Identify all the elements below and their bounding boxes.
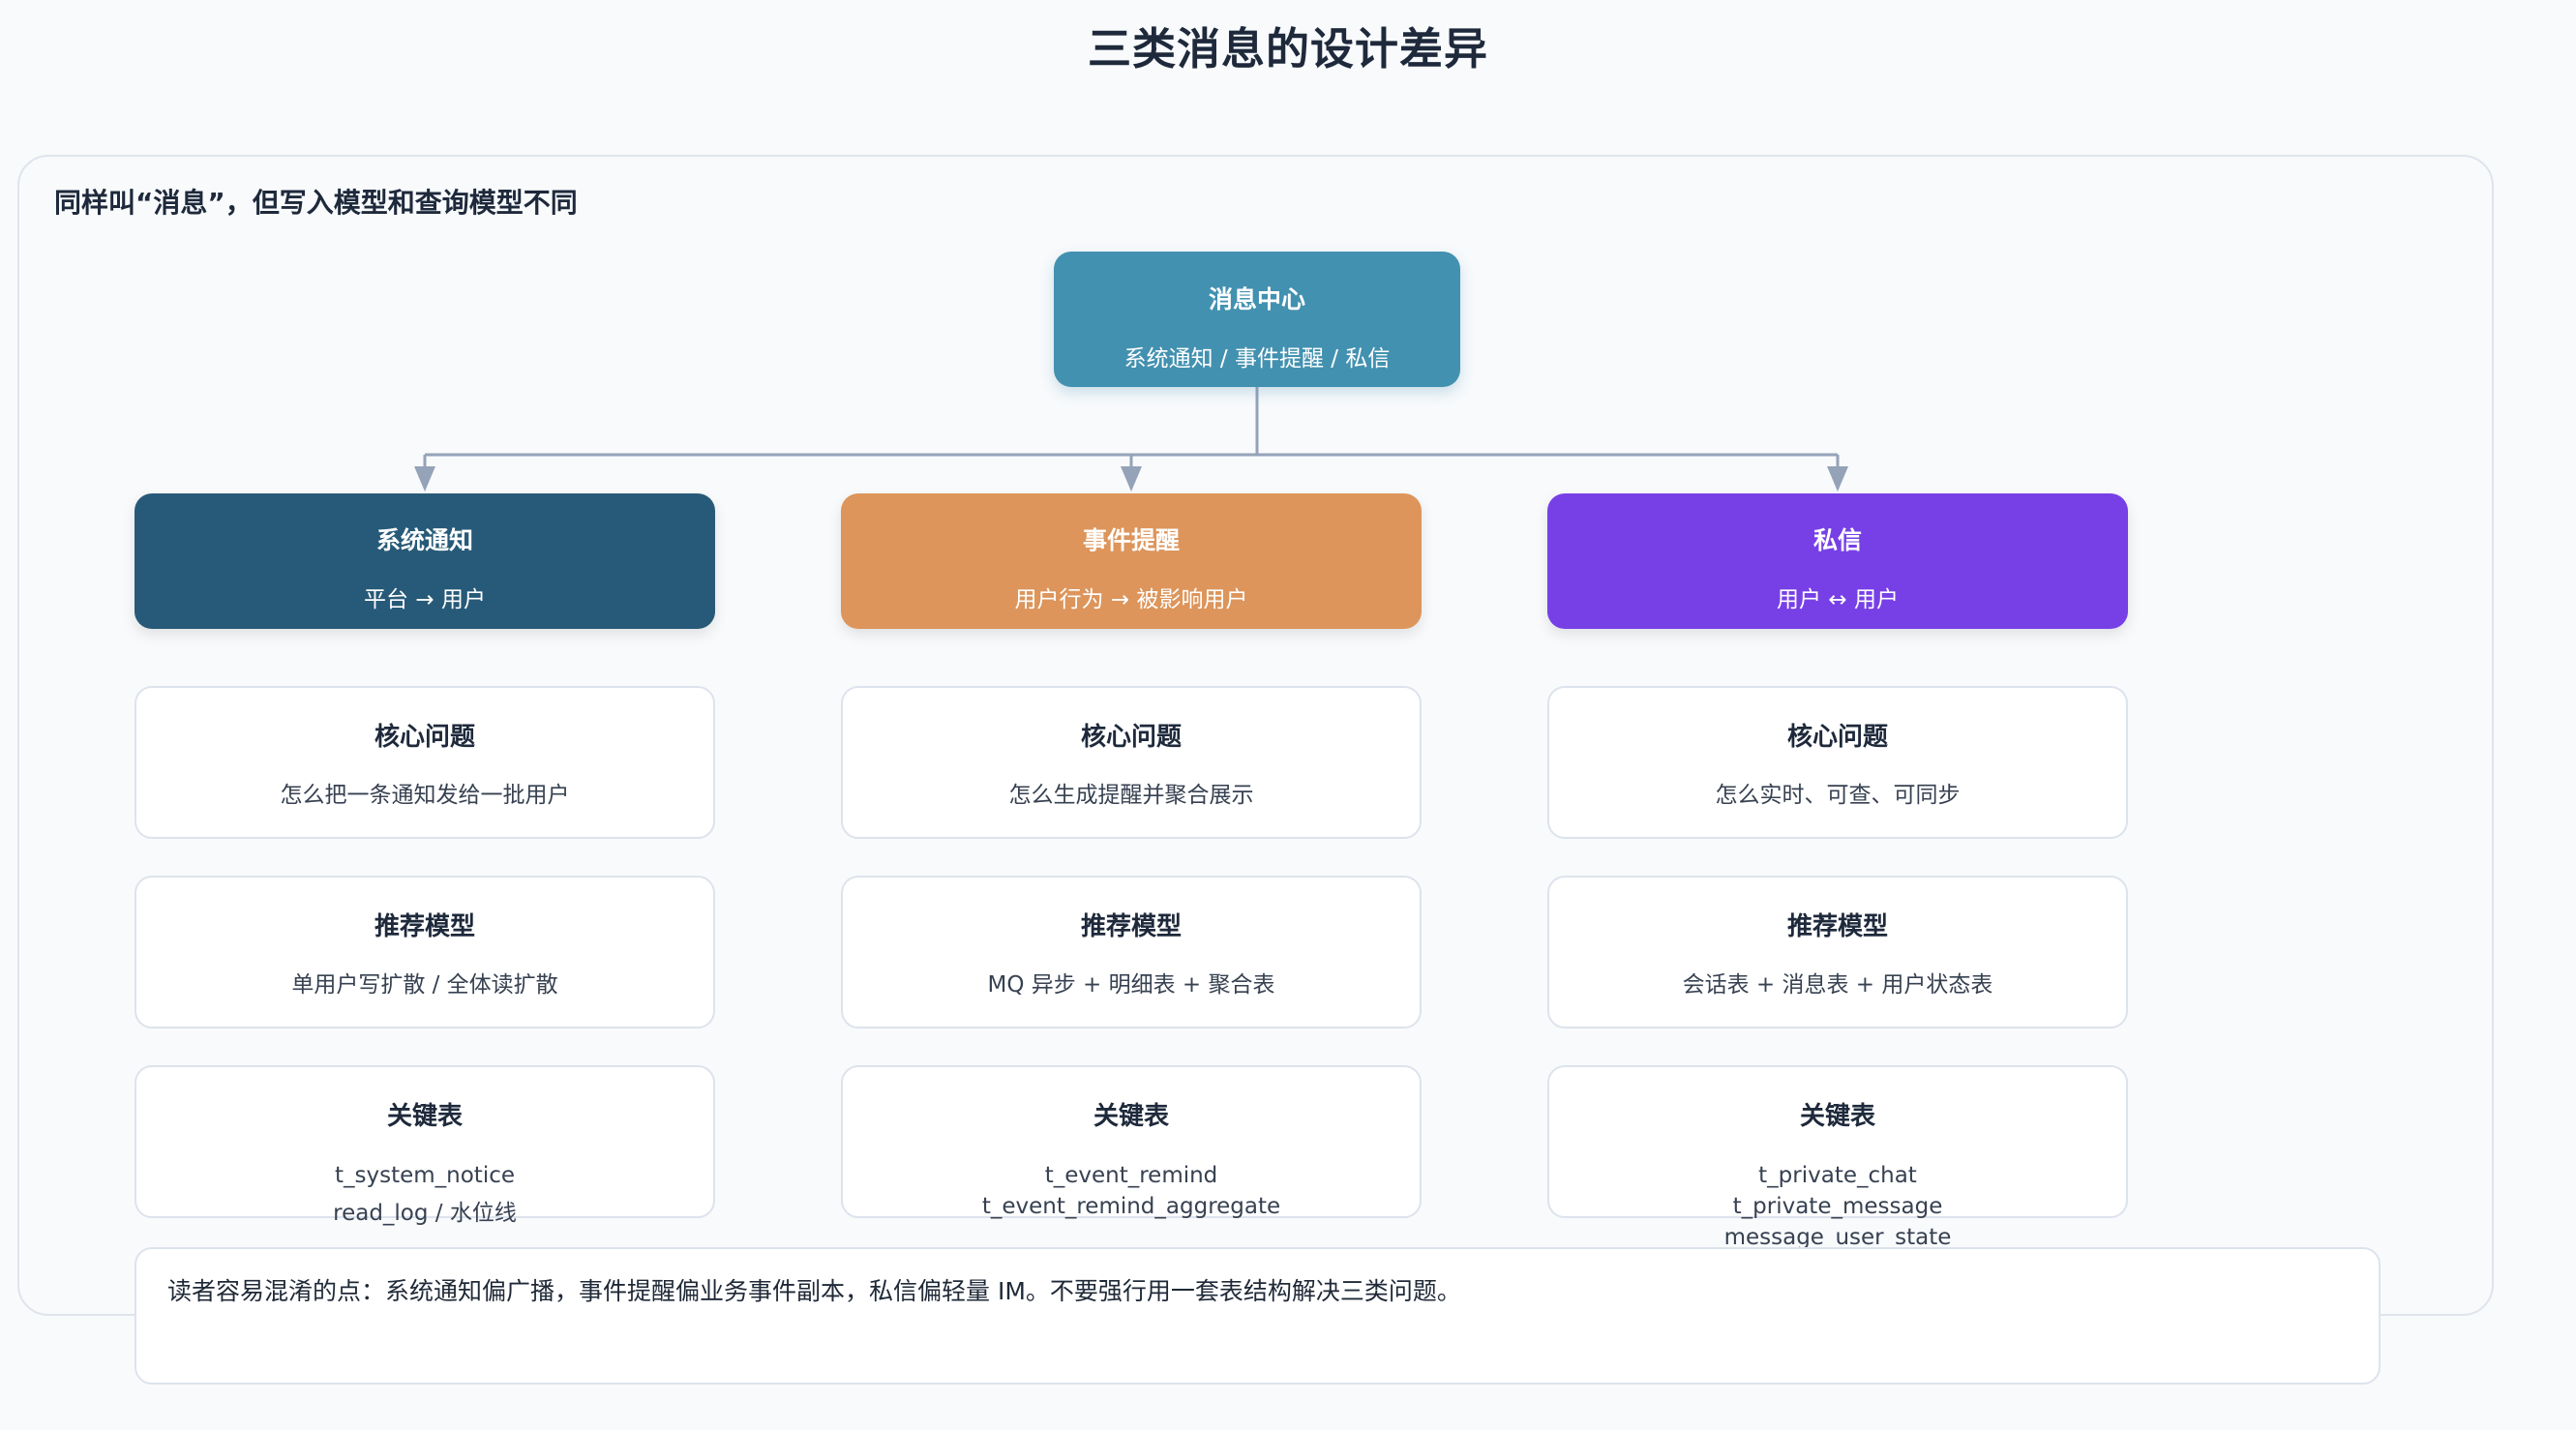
event-remind-node: 事件提醒 用户行为 → 被影响用户	[841, 493, 1422, 629]
private-message-node: 私信 用户 ↔ 用户	[1547, 493, 2128, 629]
category-title: 私信	[1812, 526, 1862, 554]
card-heading: 推荐模型	[374, 912, 475, 941]
key-tables-card: 关键表 t_event_remind t_event_remind_aggreg…	[841, 1065, 1422, 1219]
note-text: 读者容易混淆的点：系统通知偏广播，事件提醒偏业务事件副本，私信偏轻量 IM。不要…	[167, 1277, 1461, 1305]
card-body: 会话表 + 消息表 + 用户状态表	[1682, 972, 1993, 998]
page-title: 三类消息的设计差异	[1087, 23, 1488, 74]
recommended-model-card: 推荐模型 会话表 + 消息表 + 用户状态表	[1547, 876, 2128, 1028]
system-notice-node: 系统通知 平台 → 用户	[135, 493, 715, 629]
card-heading: 核心问题	[374, 723, 475, 752]
category-subtitle: 用户行为 → 被影响用户	[1014, 587, 1248, 612]
card-body: 怎么生成提醒并聚合展示	[1008, 783, 1254, 808]
table-name: t_event_remind	[1044, 1163, 1218, 1188]
key-tables-card: 关键表 t_system_notice read_log / 水位线	[135, 1065, 715, 1226]
core-problem-card: 核心问题 怎么实时、可查、可同步	[1547, 686, 2128, 839]
card-heading: 关键表	[386, 1102, 463, 1131]
recommended-model-card: 推荐模型 MQ 异步 + 明细表 + 聚合表	[841, 876, 1422, 1028]
message-center-node: 消息中心 系统通知 / 事件提醒 / 私信	[1054, 252, 1460, 387]
card-heading: 核心问题	[1080, 723, 1182, 752]
card-heading: 推荐模型	[1786, 912, 1888, 941]
category-title: 系统通知	[375, 526, 473, 554]
card-heading: 关键表	[1799, 1102, 1875, 1131]
card-body: 单用户写扩散 / 全体读扩散	[291, 972, 558, 998]
card-body: MQ 异步 + 明细表 + 聚合表	[987, 972, 1275, 998]
category-subtitle: 用户 ↔ 用户	[1777, 587, 1899, 612]
table-name: message_user_state	[1723, 1225, 1952, 1250]
table-name: t_system_notice	[334, 1163, 516, 1188]
arrowhead-system-notice	[414, 466, 435, 492]
category-title: 事件提醒	[1082, 526, 1180, 554]
panel-title: 同样叫“消息”，但写入模型和查询模型不同	[54, 187, 578, 219]
card-heading: 推荐模型	[1080, 912, 1182, 941]
card-body: 怎么把一条通知发给一批用户	[280, 783, 570, 808]
root-title: 消息中心	[1208, 285, 1305, 313]
table-name: t_private_chat	[1758, 1163, 1917, 1188]
table-name: read_log / 水位线	[333, 1201, 517, 1226]
card-heading: 关键表	[1093, 1102, 1169, 1131]
table-name: t_private_message	[1732, 1194, 1943, 1219]
card-heading: 核心问题	[1786, 723, 1888, 752]
recommended-model-card: 推荐模型 单用户写扩散 / 全体读扩散	[135, 876, 715, 1028]
arrowhead-event-remind	[1121, 466, 1142, 492]
root-subtitle: 系统通知 / 事件提醒 / 私信	[1123, 346, 1391, 372]
note-box: 读者容易混淆的点：系统通知偏广播，事件提醒偏业务事件副本，私信偏轻量 IM。不要…	[135, 1247, 2381, 1385]
table-name: t_event_remind_aggregate	[981, 1194, 1281, 1219]
category-subtitle: 平台 → 用户	[364, 587, 486, 612]
arrowhead-private-message	[1827, 466, 1848, 492]
key-tables-card: 关键表 t_private_chat t_private_message mes…	[1547, 1065, 2128, 1250]
core-problem-card: 核心问题 怎么生成提醒并聚合展示	[841, 686, 1422, 839]
card-body: 怎么实时、可查、可同步	[1715, 783, 1961, 808]
core-problem-card: 核心问题 怎么把一条通知发给一批用户	[135, 686, 715, 839]
